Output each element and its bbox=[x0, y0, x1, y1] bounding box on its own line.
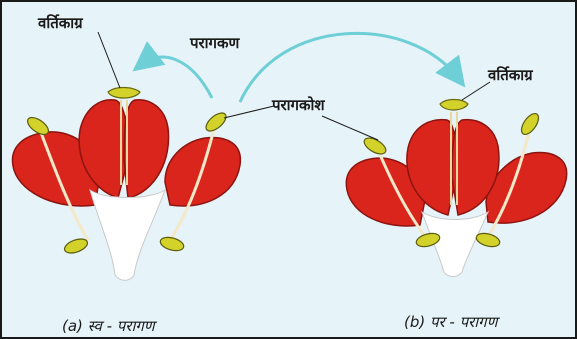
flower-a-center-right-petal bbox=[124, 100, 169, 198]
stigma-label-b: वर्तिकाग्र bbox=[487, 66, 533, 84]
caption-self-pollination: (a) स्व - परागण bbox=[62, 317, 158, 335]
flower-a-anther-bottom-left bbox=[63, 236, 90, 255]
flower-a-anther-bottom-right bbox=[159, 235, 185, 253]
anther-leader-line-left bbox=[224, 106, 274, 118]
caption-cross-pollination: (b) पर - परागण bbox=[404, 313, 501, 331]
stigma-a-leader-line bbox=[98, 32, 120, 88]
self-pollination-arrow bbox=[142, 57, 212, 98]
stigma-b-leader-line bbox=[462, 82, 490, 100]
flower-a-anther-top-right bbox=[203, 110, 229, 135]
flower-b-anther-bottom-right bbox=[475, 231, 501, 249]
flower-b-anther-top-left bbox=[362, 135, 389, 157]
cross-pollination-arrow bbox=[240, 33, 458, 102]
stigma-label-a: वर्तिकाग्र bbox=[37, 14, 83, 32]
flower-a-receptacle bbox=[90, 190, 165, 280]
flower-a-stigma bbox=[108, 88, 140, 99]
flower-a bbox=[12, 88, 240, 281]
anther-label: परागकोश bbox=[271, 96, 325, 114]
pollen-grain-label: परागकण bbox=[189, 34, 241, 52]
anther-leader-line-right bbox=[322, 116, 378, 140]
flower-b-stigma bbox=[440, 100, 468, 111]
flower-b bbox=[346, 100, 566, 277]
